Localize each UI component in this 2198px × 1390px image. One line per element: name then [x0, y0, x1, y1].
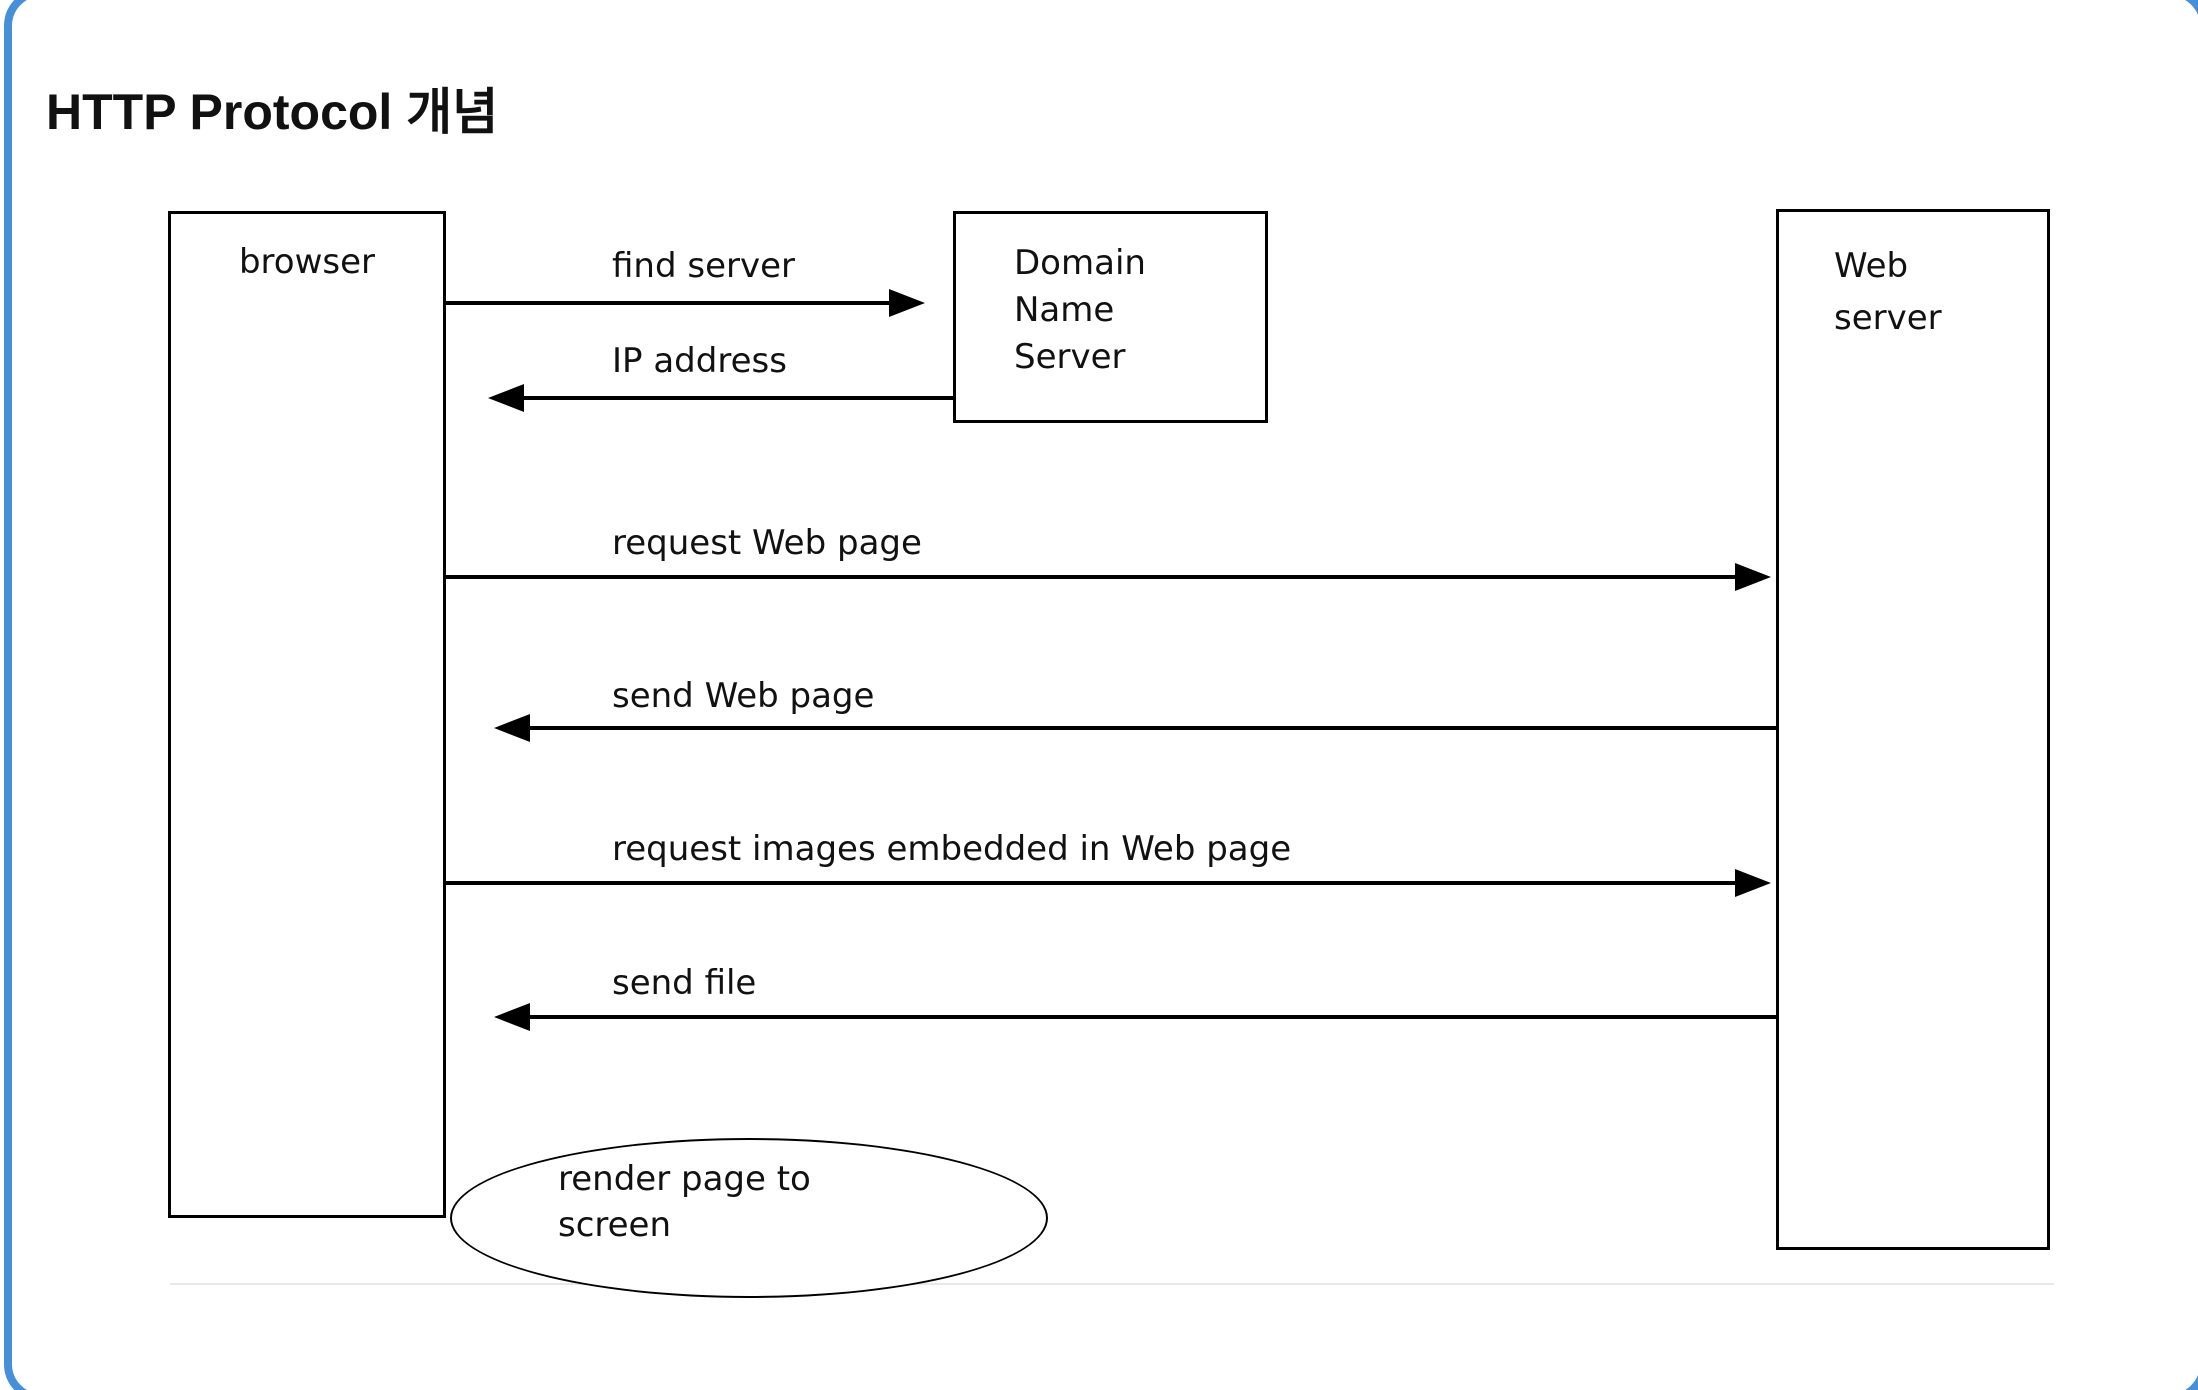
request-images-arrowhead-icon — [1735, 869, 1771, 897]
find-server-arrow-line — [446, 301, 890, 305]
send-file-label: send file — [612, 963, 757, 1003]
request-images-arrow-line — [446, 881, 1736, 885]
render-page-ellipse: render page to screen — [450, 1138, 1048, 1298]
send-file-arrow-line — [528, 1015, 1776, 1019]
ip-address-arrow-line — [522, 396, 953, 400]
page-title: HTTP Protocol 개념 — [46, 83, 499, 140]
request-images-label: request images embedded in Web page — [612, 829, 1292, 869]
ip-address-arrowhead-icon — [488, 384, 524, 412]
dns-node-label: Domain Name Server — [1014, 243, 1146, 377]
render-page-label: render page to screen — [558, 1159, 811, 1245]
find-server-label: find server — [612, 246, 795, 286]
browser-node: browser — [168, 211, 446, 1218]
request-web-page-arrowhead-icon — [1735, 563, 1771, 591]
send-web-page-label: send Web page — [612, 676, 875, 716]
request-web-page-label: request Web page — [612, 523, 922, 563]
request-web-page-arrow-line — [446, 575, 1736, 579]
send-web-page-arrow-line — [528, 726, 1776, 730]
send-web-page-arrowhead-icon — [494, 714, 530, 742]
web-server-node-label: Web server — [1834, 246, 1942, 338]
divider-line — [170, 1283, 2054, 1285]
card-border — [4, 0, 2198, 1390]
send-file-arrowhead-icon — [494, 1003, 530, 1031]
web-server-node: Web server — [1776, 209, 2050, 1250]
find-server-arrowhead-icon — [889, 289, 925, 317]
browser-node-label: browser — [238, 242, 376, 282]
dns-node: Domain Name Server — [953, 211, 1268, 423]
ip-address-label: IP address — [612, 341, 787, 381]
